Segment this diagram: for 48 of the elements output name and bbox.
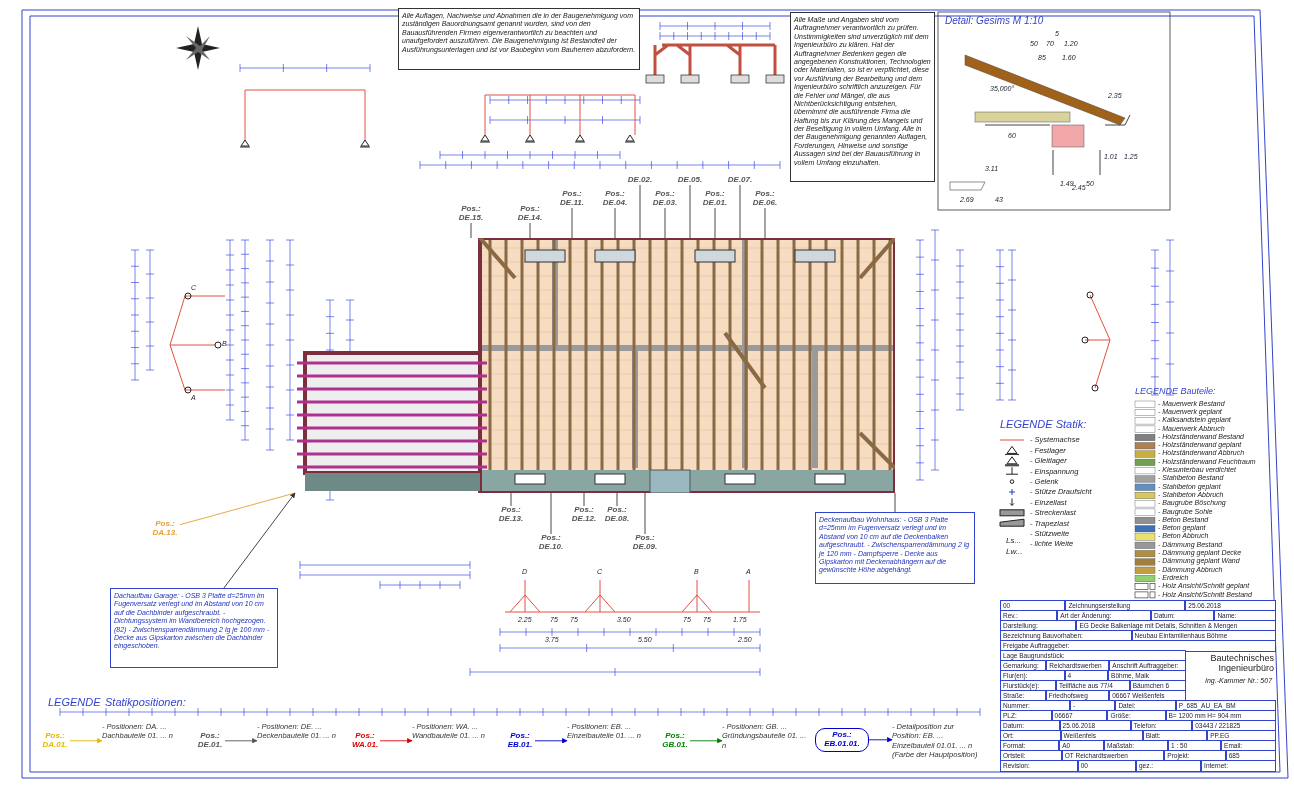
position-label: Pos.: DE.09. <box>630 534 660 552</box>
position-label: Pos.: DE.01. <box>195 732 225 750</box>
position-label: Pos.: WA.01. <box>350 732 380 750</box>
position-label: Pos.: DE.10. <box>536 534 566 552</box>
leader-line <box>616 492 618 507</box>
leader-line <box>644 492 646 535</box>
heading-text: LEGENDE Statik: <box>1000 418 1087 430</box>
heading-text: Statikpositionen: <box>105 696 186 708</box>
legend-sample-text: Ls... <box>1006 536 1022 545</box>
leader-line <box>664 207 666 239</box>
position-label: Pos.: DA.13. <box>150 520 180 538</box>
position-label: DE.05. <box>675 176 705 185</box>
leader-line <box>639 184 641 239</box>
leader-line <box>614 207 616 239</box>
leader-line <box>583 492 585 507</box>
position-label: Pos.: DE.12. <box>569 506 599 524</box>
position-label: Pos.: DE.03. <box>650 190 680 208</box>
leader-line <box>179 492 296 526</box>
position-label: Pos.: DE.01. <box>700 190 730 208</box>
leader-line <box>571 207 573 239</box>
position-label: DE.07. <box>725 176 755 185</box>
position-label: Pos.: GB.01. <box>660 732 690 750</box>
position-label: Pos.: DA.01. <box>40 732 70 750</box>
leader-line <box>550 492 552 535</box>
heading-text: Detail: Gesims M 1:10 <box>945 15 1044 26</box>
position-label: Pos.: DE.11. <box>557 190 587 208</box>
leader-line <box>714 207 716 239</box>
position-label: Pos.: DE.15. <box>456 205 486 223</box>
position-label: Pos.: EB.01. <box>505 732 535 750</box>
leader-line <box>470 222 472 239</box>
legend-sample-text: Lw... <box>1006 547 1023 556</box>
position-label: Pos.: DE.06. <box>750 190 780 208</box>
leader-line <box>894 492 896 513</box>
leader-line <box>689 184 691 239</box>
position-tag: Pos.: EB.01.01. <box>815 728 869 752</box>
building-framing-drawing <box>295 238 895 493</box>
position-label: DE.02. <box>625 176 655 185</box>
leader-line <box>739 184 741 239</box>
position-label: Pos.: DE.08. <box>602 506 632 524</box>
position-label: Pos.: DE.14. <box>515 205 545 223</box>
leader-line <box>764 207 766 239</box>
heading-text: LEGENDE Bauteile: <box>1135 386 1216 396</box>
leader-line <box>529 222 531 239</box>
heading-text: LEGENDE <box>48 696 101 708</box>
office-name-text: Bautechnisches Ingenieurbüro <box>1209 653 1274 673</box>
leader-line <box>510 492 512 507</box>
position-label: Pos.: DE.13. <box>496 506 526 524</box>
position-label: Pos.: DE.04. <box>600 190 630 208</box>
